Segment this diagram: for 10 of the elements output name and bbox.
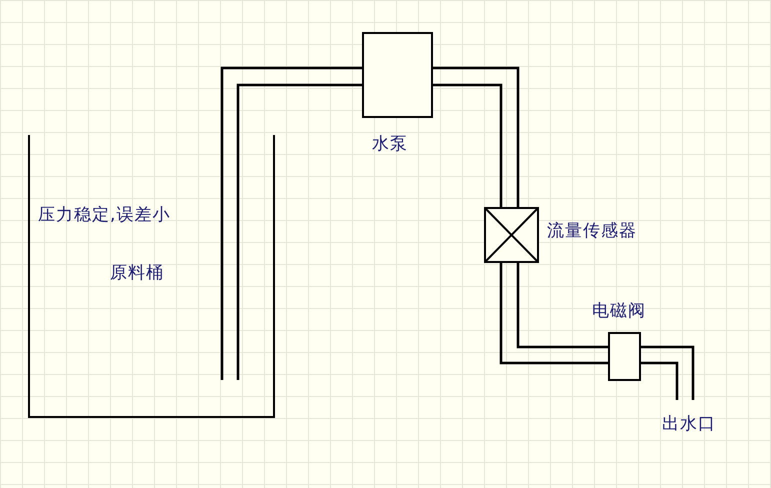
tank-label: 原料桶 — [110, 262, 164, 284]
note-text: 压力稳定,误差小 — [38, 204, 170, 226]
valve-label: 电磁阀 — [592, 300, 646, 322]
pump-label: 水泵 — [372, 133, 408, 155]
pipe — [640, 346, 694, 402]
pipe — [500, 262, 610, 364]
sensor-label: 流量传感器 — [547, 220, 637, 242]
outlet-label: 出水口 — [662, 413, 716, 435]
pipe — [432, 66, 520, 208]
pipe — [220, 66, 364, 382]
